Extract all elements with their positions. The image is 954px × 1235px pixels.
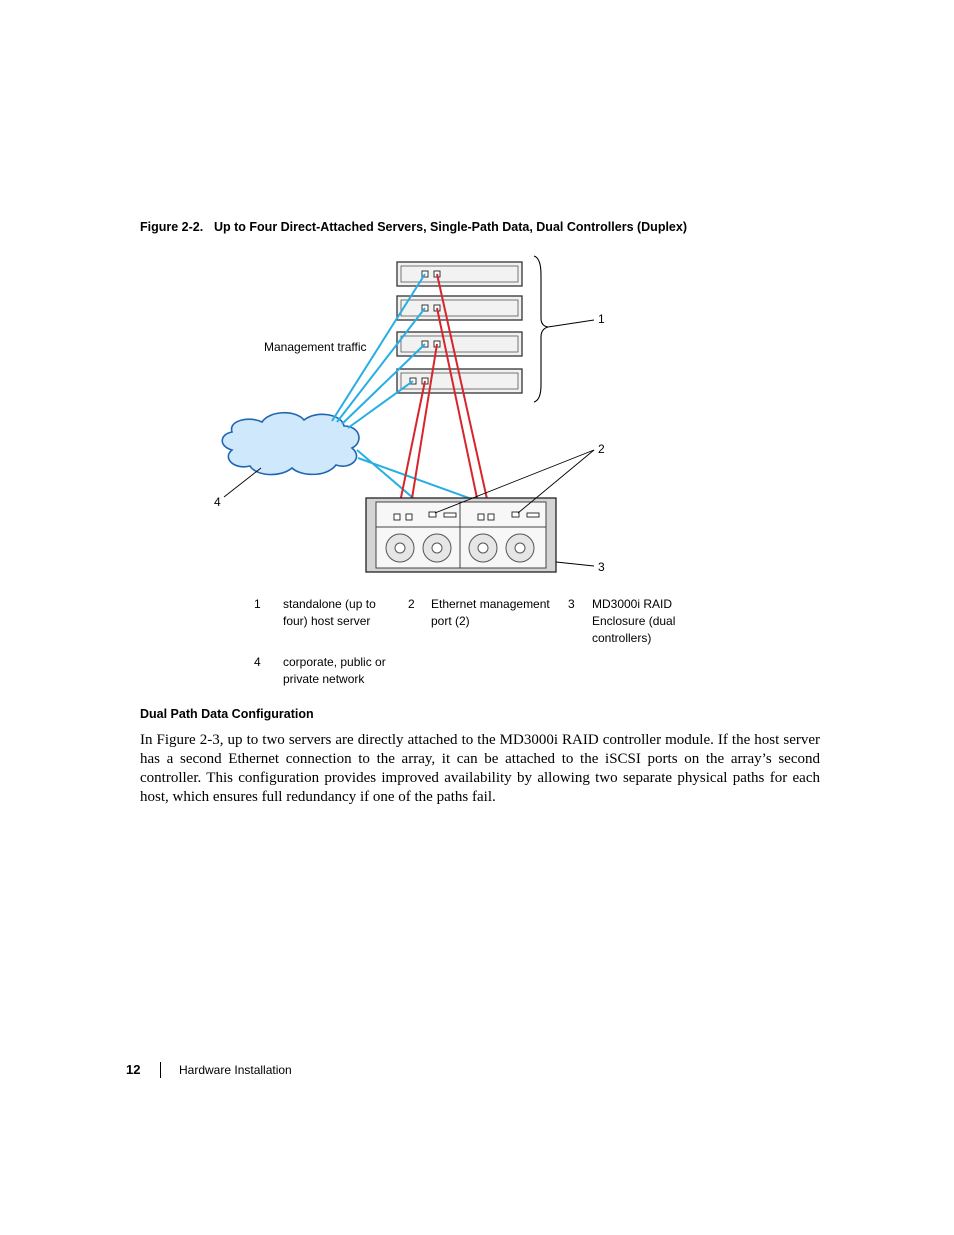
legend-4-number: 4 bbox=[254, 655, 261, 669]
callout-1: 1 bbox=[598, 312, 605, 326]
legend-2-text: Ethernet management port (2) bbox=[431, 597, 550, 628]
legend-1-text: standalone (up to four) host server bbox=[283, 597, 376, 628]
server-ports bbox=[409, 270, 441, 385]
raid-enclosure bbox=[365, 497, 557, 573]
page-number: 12 bbox=[126, 1062, 141, 1077]
figure-caption: Figure 2-2. Up to Four Direct-Attached Se… bbox=[140, 220, 687, 234]
figure-title: Up to Four Direct-Attached Servers, Sing… bbox=[214, 220, 687, 234]
legend-3-number: 3 bbox=[568, 597, 575, 611]
section-heading: Dual Path Data Configuration bbox=[140, 707, 314, 721]
network-diagram bbox=[221, 255, 595, 573]
legend-1-number: 1 bbox=[254, 597, 261, 611]
legend-2-number: 2 bbox=[408, 597, 415, 611]
data-cables bbox=[396, 273, 492, 518]
host-server-2 bbox=[396, 295, 523, 321]
server-group-brace bbox=[533, 255, 549, 403]
footer-divider bbox=[160, 1062, 161, 1078]
figure-number: Figure 2-2. bbox=[140, 220, 204, 234]
callout-3: 3 bbox=[598, 560, 605, 574]
legend-4-text: corporate, public or private network bbox=[283, 655, 386, 686]
callout-4: 4 bbox=[214, 495, 221, 509]
legend-3-text: MD3000i RAID Enclosure (dual controllers… bbox=[592, 597, 676, 645]
callout-leaders bbox=[223, 319, 595, 567]
network-cloud bbox=[221, 411, 360, 476]
footer-section-title: Hardware Installation bbox=[179, 1063, 292, 1077]
management-traffic-label: Management traffic bbox=[264, 340, 367, 354]
host-server-1 bbox=[396, 261, 523, 287]
callout-2: 2 bbox=[598, 442, 605, 456]
body-paragraph: In Figure 2-3, up to two servers are dir… bbox=[140, 732, 820, 805]
